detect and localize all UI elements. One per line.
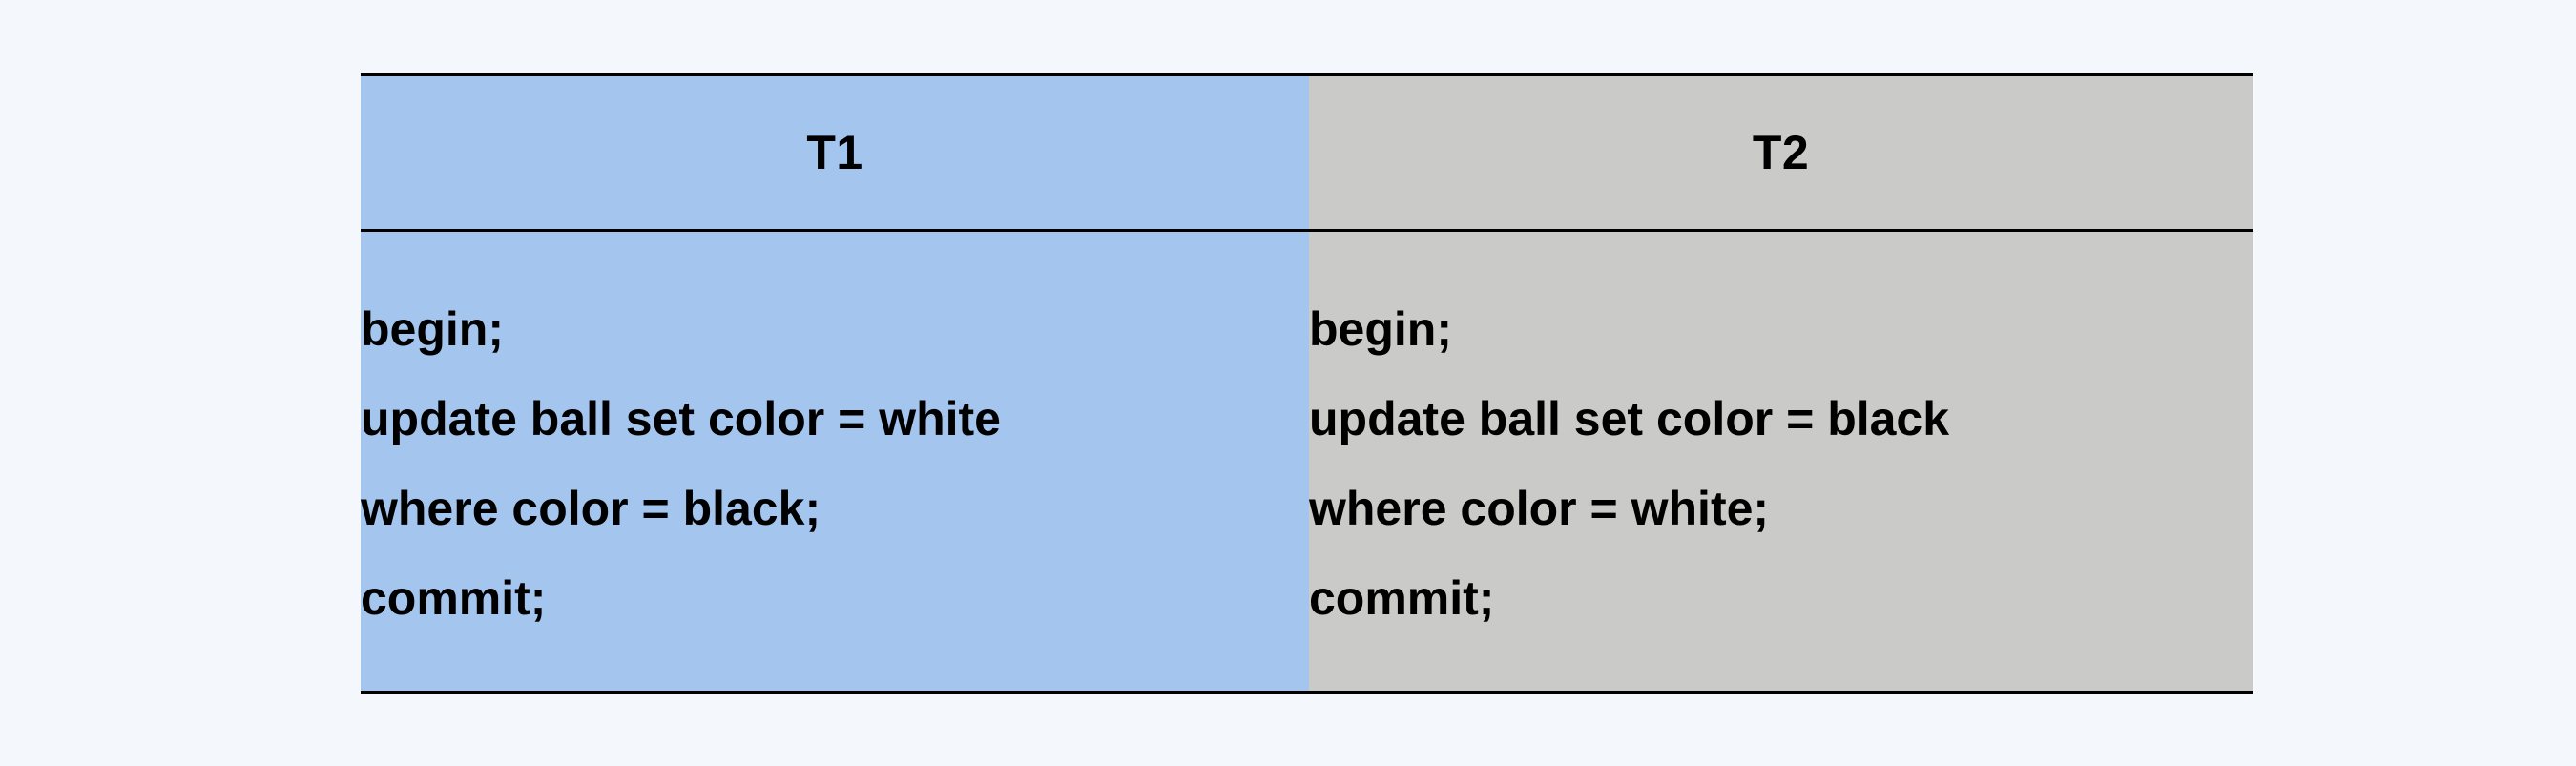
column-t2: T2 begin; update ball set color = black …	[1309, 76, 2253, 691]
t2-line-where: where color = white;	[1309, 482, 1770, 535]
column-header-t1: T1	[361, 76, 1309, 232]
column-body-t2: begin; update ball set color = black whe…	[1309, 232, 2253, 643]
column-t1: T1 begin; update ball set color = white …	[361, 76, 1309, 691]
column-body-t1: begin; update ball set color = white whe…	[361, 232, 1309, 643]
t1-line-begin: begin;	[361, 302, 504, 356]
t2-line-commit: commit;	[1309, 571, 1495, 625]
t2-line-begin: begin;	[1309, 302, 1452, 356]
t1-line-commit: commit;	[361, 571, 547, 625]
t1-line-update: update ball set color = white	[361, 392, 1001, 445]
column-header-t2: T2	[1309, 76, 2253, 232]
t2-line-update: update ball set color = black	[1309, 392, 1950, 445]
transaction-table: T1 begin; update ball set color = white …	[361, 73, 2253, 694]
t1-line-where: where color = black;	[361, 482, 821, 535]
